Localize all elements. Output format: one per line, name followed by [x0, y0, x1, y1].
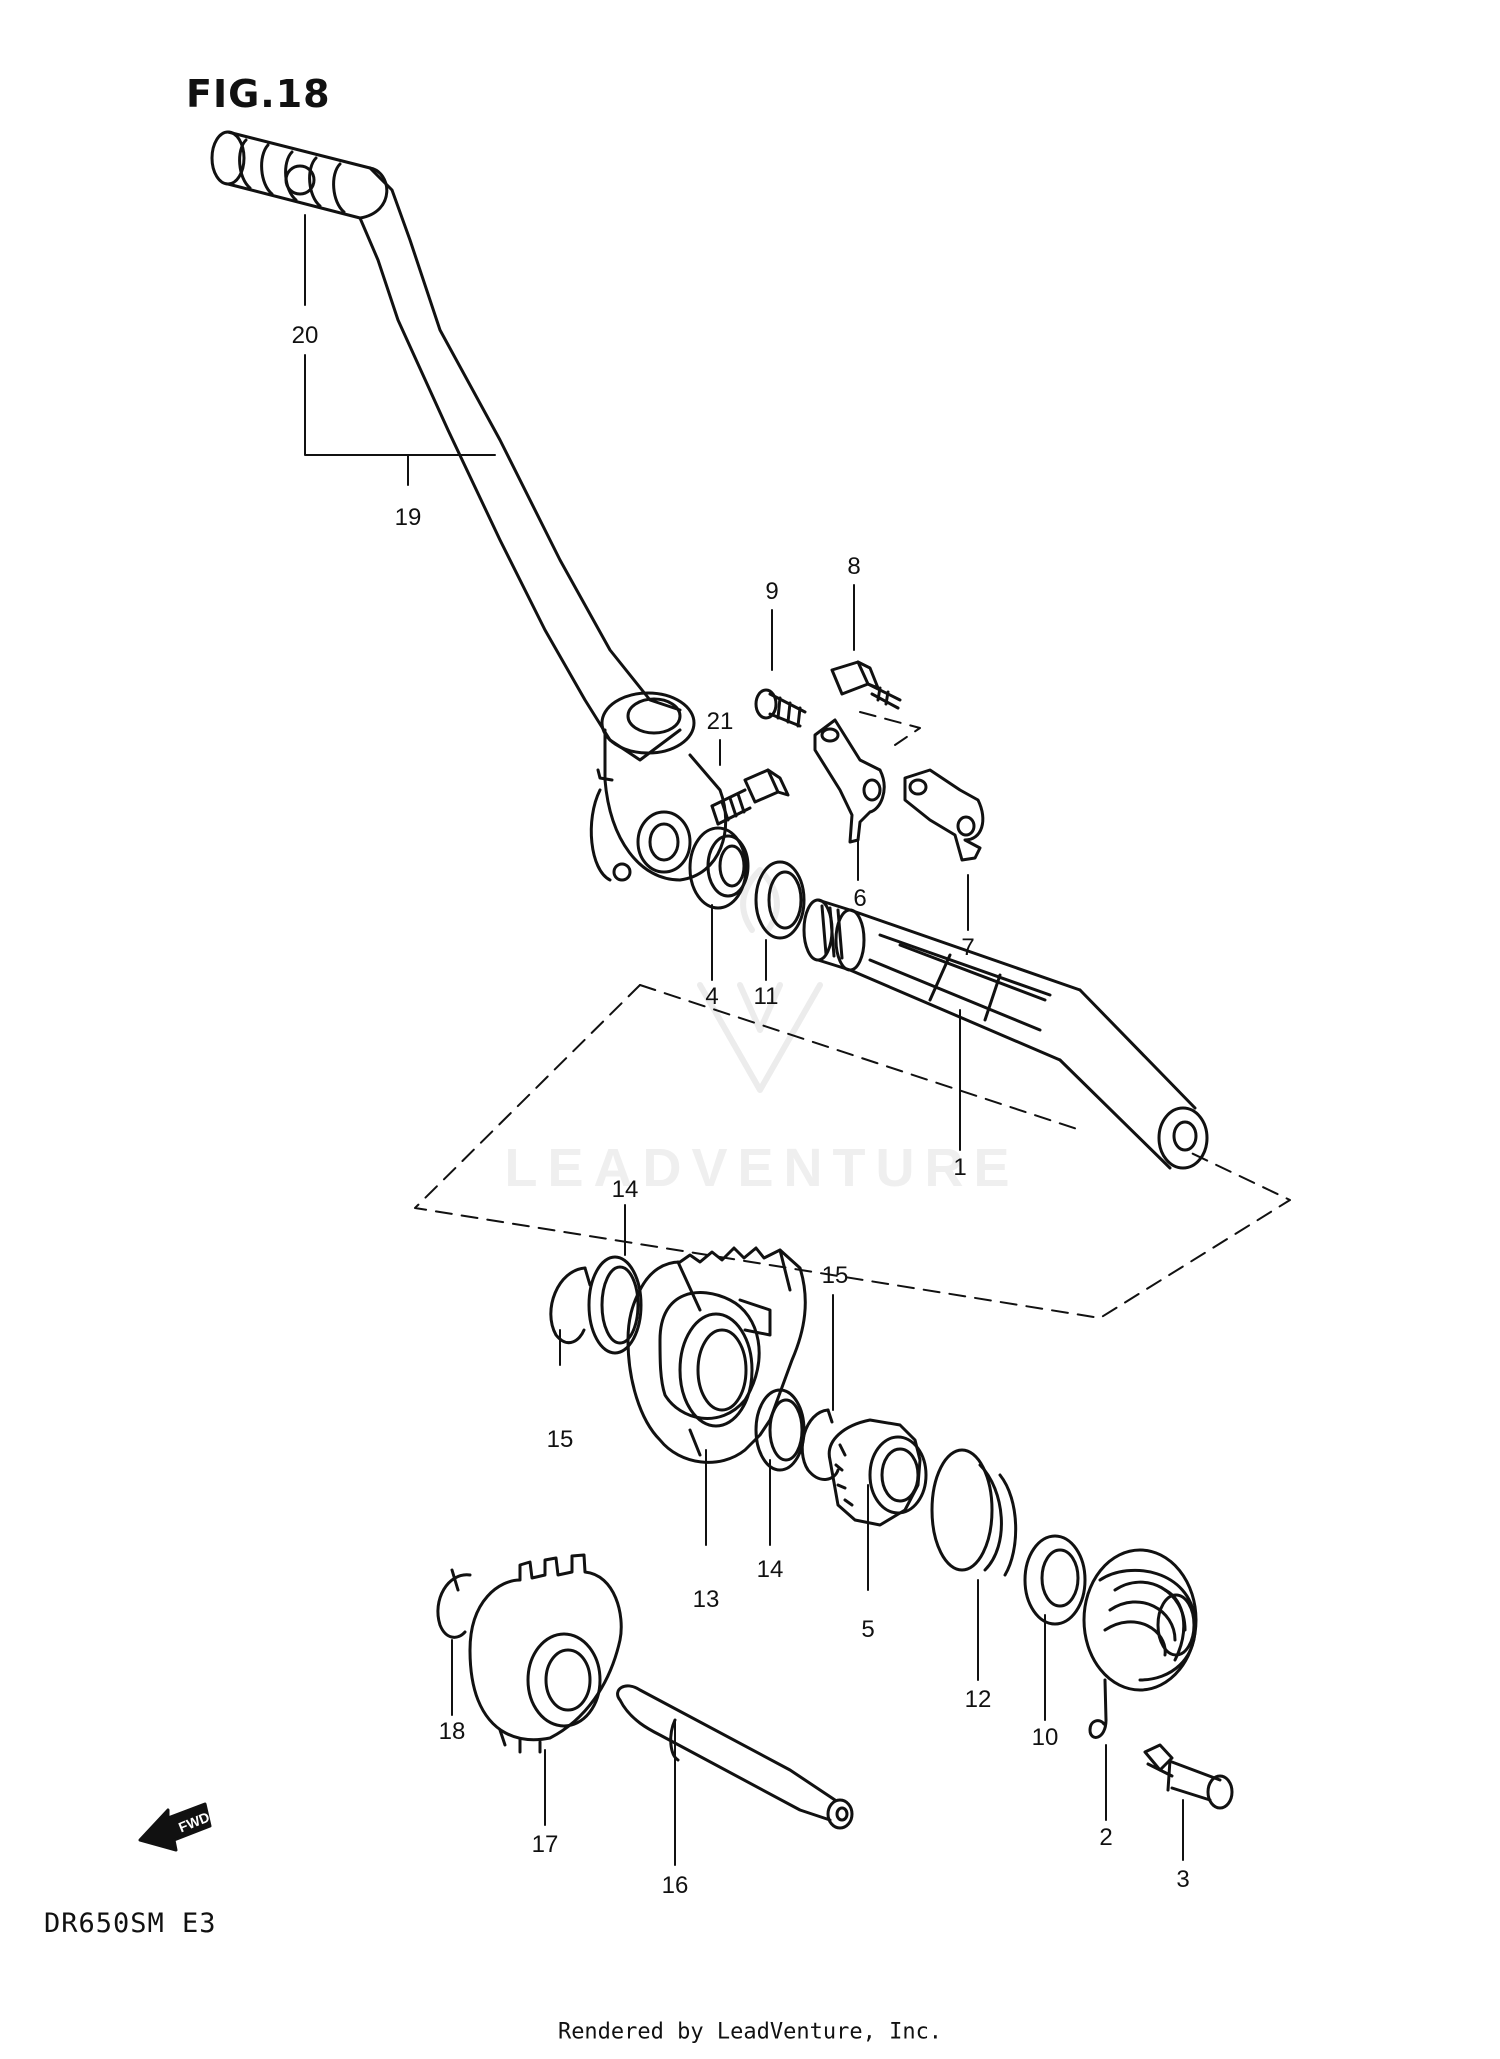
callout-15-top: 15	[821, 1262, 849, 1289]
kick-idle-gear-17	[468, 1553, 623, 1754]
callout-13: 13	[692, 1586, 720, 1613]
callout-7: 7	[961, 934, 975, 961]
footer-credit: Rendered by LeadVenture, Inc.	[557, 2019, 943, 2045]
callout-12: 12	[964, 1686, 992, 1713]
callout-14-bottom: 14	[756, 1556, 784, 1583]
callout-17: 17	[531, 1831, 559, 1858]
kick-ratchet-5	[827, 1418, 928, 1527]
figure-title: FIG.18	[186, 72, 331, 116]
bracket-6	[813, 718, 886, 844]
callout-11: 11	[753, 983, 779, 1010]
circlip-18	[436, 1568, 472, 1639]
callout-2: 2	[1099, 1824, 1113, 1851]
callout-3: 3	[1176, 1866, 1190, 1893]
callout-21: 21	[706, 708, 734, 735]
washer-14-right	[754, 1388, 806, 1472]
leader-lines	[304, 214, 1184, 1866]
callout-5: 5	[861, 1616, 875, 1643]
callout-14-top: 14	[611, 1176, 639, 1203]
bolt-8	[830, 660, 902, 710]
oil-seal-4	[688, 826, 750, 910]
kick-spring-2	[1082, 1548, 1198, 1739]
callout-6: 6	[853, 885, 867, 912]
kick-drive-gear	[626, 1246, 807, 1464]
idle-gear-shaft-16	[616, 1684, 854, 1830]
circlip-15-left	[549, 1266, 592, 1345]
kick-lever-arm	[358, 166, 728, 882]
callout-4: 4	[705, 983, 719, 1010]
kick-starter-shaft	[802, 898, 1209, 1170]
callout-8: 8	[847, 553, 861, 580]
washer-14-left	[587, 1255, 643, 1355]
watermark-text: LEADVENTURE	[504, 1138, 1020, 1198]
fwd-arrow-icon	[138, 1802, 212, 1852]
callout-10: 10	[1031, 1724, 1059, 1751]
bracket-7	[903, 768, 985, 862]
kick-lever-grip	[210, 130, 389, 220]
bolt-3	[1143, 1743, 1234, 1810]
washer-11	[754, 860, 806, 940]
callout-9: 9	[765, 578, 779, 605]
callout-18: 18	[438, 1718, 466, 1745]
callout-19: 19	[394, 504, 422, 531]
spring-guide-12	[930, 1448, 1018, 1577]
circlip-15-right	[800, 1408, 840, 1481]
screw-9	[754, 688, 807, 728]
model-code: DR650SM E3	[44, 1908, 217, 1939]
callout-15-left: 15	[546, 1426, 574, 1453]
callout-16: 16	[661, 1872, 689, 1899]
callout-20: 20	[291, 322, 319, 349]
bolt-21	[710, 768, 790, 826]
washer-10	[1023, 1534, 1087, 1626]
watermark-logo	[697, 867, 823, 1093]
callout-1: 1	[953, 1154, 967, 1181]
assembly-guide	[414, 711, 1291, 1319]
